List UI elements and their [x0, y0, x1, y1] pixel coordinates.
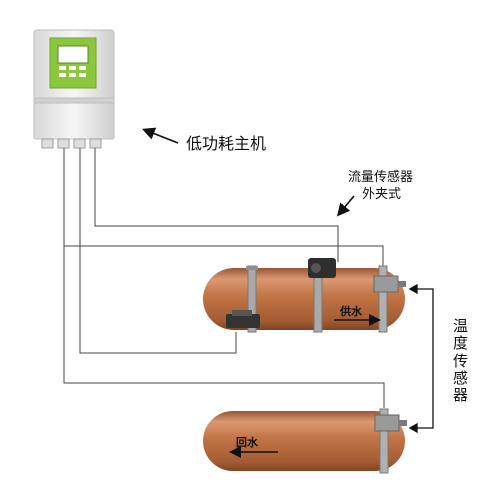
cable-glands	[41, 138, 102, 149]
flow-sensor-label-line2: 外夹式	[362, 187, 401, 202]
temp-sensor-char: 度	[453, 334, 468, 352]
temp-sensor-char: 传	[453, 352, 468, 370]
clamp-icon	[374, 408, 407, 474]
return-pipe: 回水	[203, 408, 407, 474]
flow-sensor-lower	[226, 310, 260, 328]
clamp-icon	[246, 265, 258, 333]
supply-water-label: 供水	[339, 304, 363, 318]
display-screen-icon	[49, 37, 97, 89]
flow-sensor-callout-arrow	[336, 195, 355, 217]
temp-sensor-char: 器	[453, 386, 468, 404]
clamp-icon	[373, 265, 406, 333]
return-water-label: 回水	[236, 435, 259, 449]
flow-sensor-upper	[308, 258, 336, 278]
temp-sensor-char: 感	[453, 369, 468, 387]
signal-wires	[63, 148, 385, 408]
host-unit	[33, 29, 115, 149]
host-label: 低功耗主机	[186, 134, 266, 153]
temp-sensor-char: 温	[453, 317, 468, 335]
temp-sensor-bracket	[408, 283, 434, 434]
temp-sensor-label: 温 度 传 感 器	[453, 317, 468, 404]
host-callout-arrow	[142, 127, 179, 144]
flow-sensor-label-line1: 流量传感器	[348, 169, 413, 185]
supply-pipe: 供水	[203, 258, 406, 333]
